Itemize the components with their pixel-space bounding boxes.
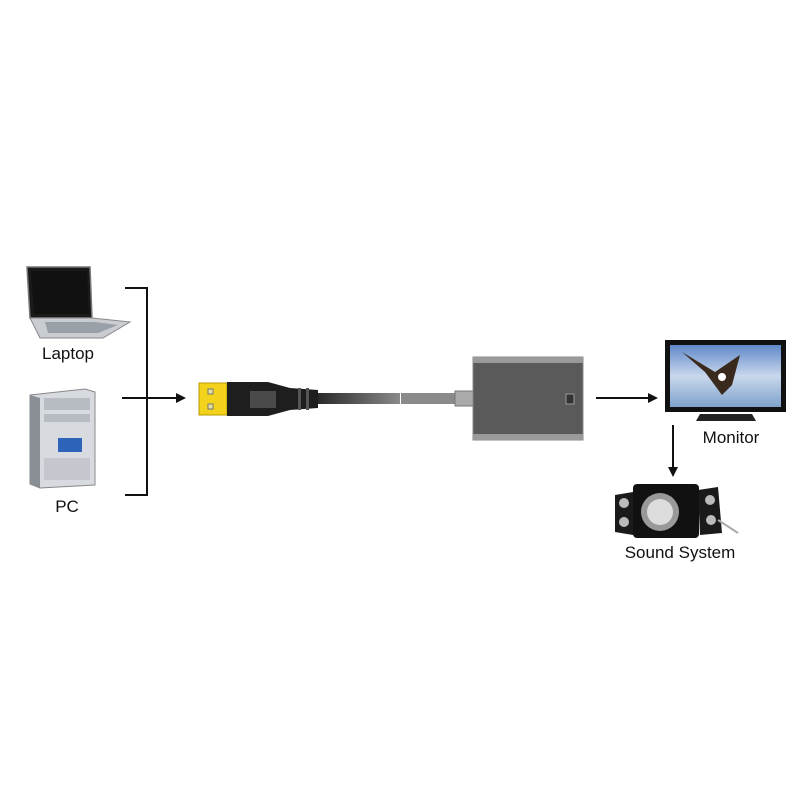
sound-system-label: Sound System — [624, 543, 736, 562]
sound-system-icon — [615, 484, 739, 538]
pc-label: PC — [55, 497, 79, 516]
monitor-label: Monitor — [702, 428, 760, 447]
pc-tower-icon — [29, 388, 96, 489]
laptop-label: Laptop — [42, 344, 94, 363]
monitor-icon — [665, 340, 786, 421]
laptop-icon — [26, 266, 132, 339]
source-bracket — [122, 287, 186, 496]
usb-adapter-cable — [198, 356, 584, 441]
